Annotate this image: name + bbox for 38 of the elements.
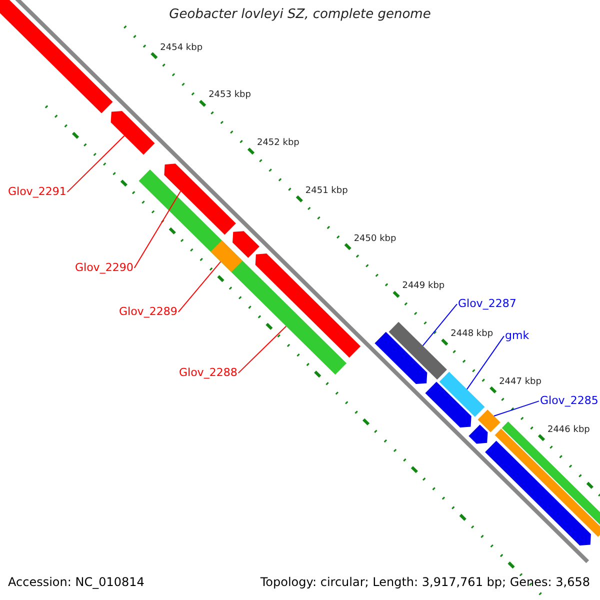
- gene-label: Glov_2289: [119, 306, 178, 318]
- gene-block: [468, 424, 488, 444]
- title: Geobacter lovleyi SZ, complete genome: [168, 8, 432, 22]
- tick-label: 2447 kbp: [499, 378, 542, 388]
- tick-label: 2450 kbp: [354, 234, 396, 244]
- gene-block: [255, 254, 361, 358]
- gene-block: [388, 322, 447, 380]
- gene-label: Glov_2287: [458, 298, 516, 310]
- gene-label: Glov_2288: [179, 367, 238, 380]
- leader-line: [134, 190, 182, 269]
- tick-label: 2449 kbp: [402, 282, 445, 292]
- tick-label: 2454 kbp: [160, 44, 203, 54]
- gene-label: Glov_2291: [8, 186, 66, 198]
- accession-text: Accession: NC_010814: [8, 576, 144, 590]
- gene-block: [425, 382, 472, 428]
- gene-block: [0, 0, 113, 114]
- gene-block: [439, 372, 485, 417]
- gene-block: [110, 111, 155, 155]
- leader-line: [66, 135, 125, 193]
- tick-label: 2451 kbp: [305, 186, 348, 197]
- leader-line: [238, 326, 287, 374]
- tick-label: 2453 kbp: [208, 91, 251, 102]
- gene-block: [232, 231, 260, 258]
- leader-line: [422, 304, 458, 346]
- gene-label: Glov_2290: [75, 262, 134, 274]
- leader-line: [178, 261, 222, 313]
- gene-block: [374, 332, 428, 384]
- tick-label: 2448 kbp: [450, 330, 494, 340]
- leader-line: [466, 336, 504, 390]
- gene-label: gmk: [505, 330, 530, 342]
- tick-label: 2452 kbp: [256, 139, 300, 149]
- gene-label: Glov_2285: [540, 395, 598, 408]
- gene-block: [485, 440, 591, 546]
- leader-line: [493, 400, 540, 416]
- genome-info-text: Topology: circular; Length: 3,917,761 bp; Genes: 3,658: [260, 576, 590, 590]
- gene-block: [164, 164, 236, 235]
- gene-block: [478, 410, 500, 432]
- tick-label: 2446 kbp: [547, 426, 590, 436]
